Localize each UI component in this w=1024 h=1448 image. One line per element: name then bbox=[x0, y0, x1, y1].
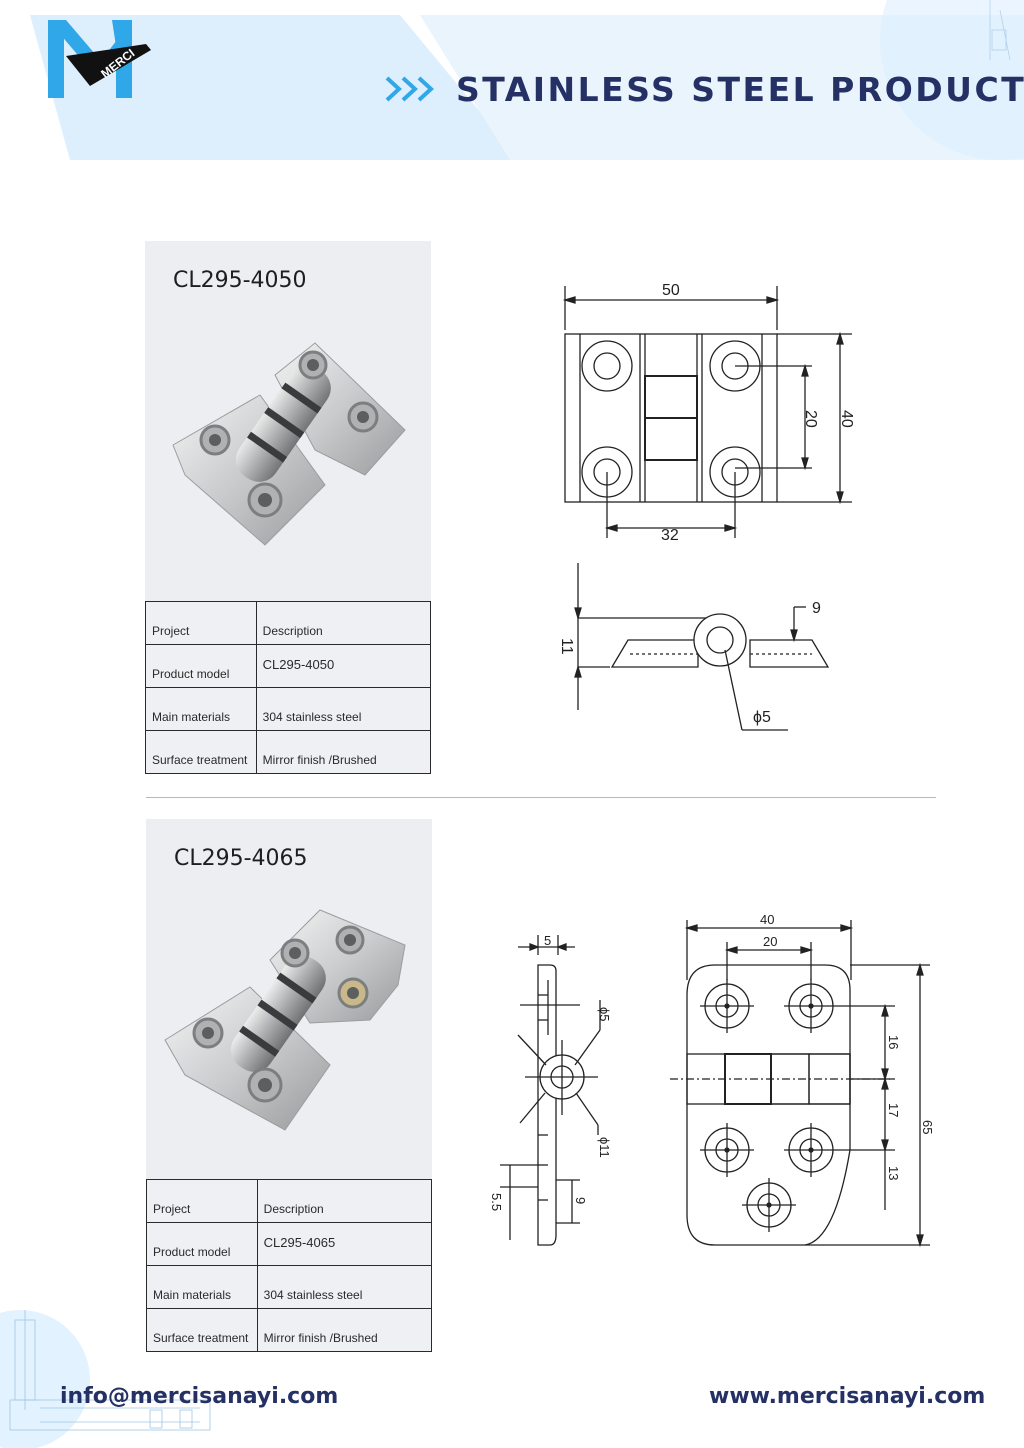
product-model-title: CL295-4050 bbox=[173, 268, 307, 293]
footer-decoration bbox=[0, 1310, 211, 1448]
row-value-main-materials: 304 stainless steel bbox=[255, 687, 432, 731]
product-model-title: CL295-4065 bbox=[174, 846, 308, 871]
spec-table-2: Project Description Product model CL295-… bbox=[146, 1179, 433, 1352]
technical-drawing-2-front: 40 20 16 17 13 65 bbox=[670, 912, 935, 1248]
dim-label-hole-vertical: 20 bbox=[802, 410, 819, 428]
row-label-main-materials: Main materials bbox=[145, 687, 257, 731]
chevrons-icon bbox=[385, 76, 434, 102]
header-banner bbox=[0, 0, 1024, 160]
dim-label-hole-horizontal: 32 bbox=[661, 527, 679, 544]
dim-label-width: 40 bbox=[760, 912, 774, 927]
dim-label-side-top: 5 bbox=[544, 933, 551, 948]
row-value-surface-treatment: Mirror finish /Brushed bbox=[256, 1308, 433, 1352]
footer-website-link[interactable]: www.mercisanayi.com bbox=[709, 1384, 986, 1409]
dim-label-height: 65 bbox=[920, 1120, 935, 1134]
hinge-photo-2 bbox=[164, 909, 406, 1131]
dim-label-leaf-offset: 9 bbox=[812, 600, 821, 617]
row-label-surface-treatment: Surface treatment bbox=[145, 730, 257, 774]
technical-drawing-1: 50 20 40 32 11 9 ϕ5 bbox=[558, 282, 855, 731]
dim-label-spacing-1: 16 bbox=[886, 1035, 901, 1049]
dim-label-width: 50 bbox=[662, 282, 680, 299]
row-value-surface-treatment: Mirror finish /Brushed bbox=[255, 730, 432, 774]
table-header-project: Project bbox=[146, 1179, 258, 1223]
section-divider bbox=[146, 797, 936, 798]
row-value-main-materials: 304 stainless steel bbox=[256, 1265, 433, 1309]
row-label-product-model: Product model bbox=[146, 1222, 258, 1266]
dim-label-side-bottom-a: 5.5 bbox=[489, 1193, 504, 1211]
dim-label-knuckle-diameter: ϕ11 bbox=[597, 1137, 612, 1158]
row-value-product-model: CL295-4050 bbox=[255, 644, 432, 688]
dim-label-side-bottom-b: 9 bbox=[573, 1197, 588, 1204]
table-header-description: Description bbox=[256, 1179, 433, 1223]
dim-label-hole-spacing: 20 bbox=[763, 934, 777, 949]
dim-label-height: 40 bbox=[838, 410, 855, 428]
technical-drawing-2-side: 5 ϕ5 ϕ11 5.5 9 bbox=[489, 933, 612, 1246]
row-value-product-model: CL295-4065 bbox=[256, 1222, 433, 1266]
hinge-photo-1 bbox=[172, 342, 406, 546]
footer-email-link[interactable]: info@mercisanayi.com bbox=[60, 1384, 339, 1409]
page-title: STAINLESS STEEL PRODUCTS bbox=[456, 70, 1024, 109]
dim-label-pin-diameter: ϕ5 bbox=[753, 709, 771, 726]
dim-label-thickness: 11 bbox=[558, 638, 575, 655]
table-header-description: Description bbox=[255, 601, 432, 645]
spec-table-1: Project Description Product model CL295-… bbox=[145, 601, 432, 774]
dim-label-spacing-2: 17 bbox=[886, 1103, 901, 1117]
table-header-project: Project bbox=[145, 601, 257, 645]
dim-label-pin-diameter: ϕ5 bbox=[597, 1007, 612, 1022]
row-label-surface-treatment: Surface treatment bbox=[146, 1308, 258, 1352]
dim-label-spacing-3: 13 bbox=[886, 1166, 901, 1180]
row-label-product-model: Product model bbox=[145, 644, 257, 688]
merci-logo: MERCI bbox=[48, 20, 151, 98]
